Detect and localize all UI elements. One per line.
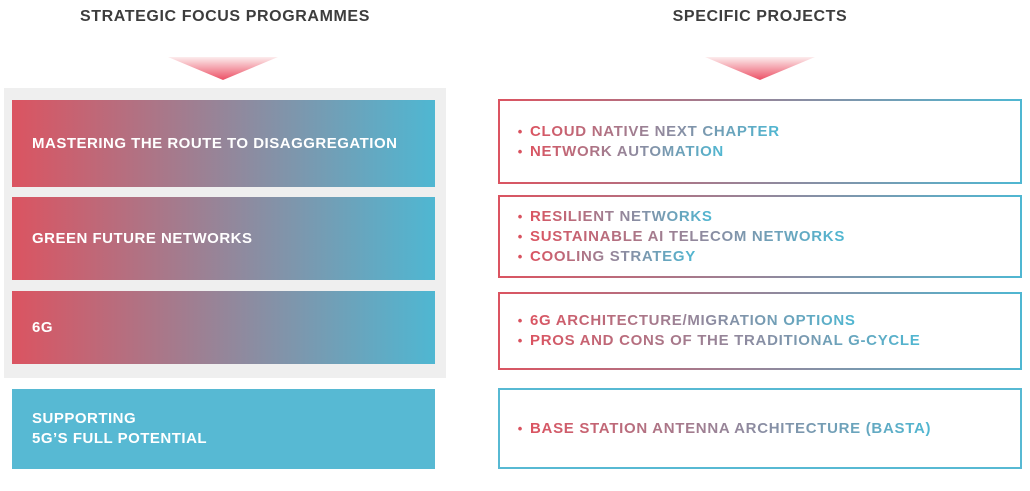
programme-label: GREEN FUTURE NETWORKS [32,229,253,247]
programme-label: 6G [32,318,54,336]
project-item: • BASE STATION ANTENNA ARCHITECTURE (BAS… [500,419,1020,439]
project-box-6g: • 6G ARCHITECTURE/MIGRATION OPTIONS • PR… [498,292,1022,370]
project-item: • PROS AND CONS OF THE TRADITIONAL G-CYC… [500,331,1020,351]
project-item-label: 6G ARCHITECTURE/MIGRATION OPTIONS [530,312,856,329]
bullet-icon: • [517,313,523,328]
project-item-label: BASE STATION ANTENNA ARCHITECTURE (BASTA… [530,419,932,437]
left-column-header: STRATEGIC FOCUS PROGRAMMES [80,8,370,25]
project-item-label: NETWORK AUTOMATION [530,142,724,160]
bullet-icon: • [517,143,523,159]
bullet-icon: • [517,333,523,348]
bullet-icon: • [517,248,523,264]
bullet-icon: • [517,228,523,244]
right-column-header: SPECIFIC PROJECTS [672,8,848,25]
programme-bar-green-future: GREEN FUTURE NETWORKS [12,197,435,280]
project-item: • 6G ARCHITECTURE/MIGRATION OPTIONS [500,311,1020,331]
project-item: • NETWORK AUTOMATION [500,142,1020,162]
programme-label: MASTERING THE ROUTE TO DISAGGREGATION [32,134,398,152]
project-item: • CLOUD NATIVE NEXT CHAPTER [500,122,1020,142]
project-item-label: SUSTAINABLE AI TELECOM NETWORKS [530,227,846,245]
project-item: • SUSTAINABLE AI TELECOM NETWORKS [500,227,1020,247]
project-box-disaggregation: • CLOUD NATIVE NEXT CHAPTER • NETWORK AU… [498,99,1022,184]
bullet-icon: • [517,123,523,139]
programme-bar-disaggregation: MASTERING THE ROUTE TO DISAGGREGATION [12,100,435,187]
programme-bar-6g: 6G [12,291,435,364]
arrow-down-icon [705,57,815,80]
project-box-green-future: • RESILIENT NETWORKS • SUSTAINABLE AI TE… [498,195,1022,278]
project-box-5g-potential: • BASE STATION ANTENNA ARCHITECTURE (BAS… [498,388,1022,469]
project-item-label: PROS AND CONS OF THE TRADITIONAL G-CYCLE [530,332,921,349]
project-item: • COOLING STRATEGY [500,247,1020,267]
arrow-down-icon [168,57,278,80]
bullet-icon: • [517,420,523,436]
project-item-label: COOLING STRATEGY [530,247,696,265]
programme-bar-5g-potential: SUPPORTING 5G’S FULL POTENTIAL [12,389,435,469]
project-item-label: RESILIENT NETWORKS [530,207,713,225]
project-item: • RESILIENT NETWORKS [500,207,1020,227]
programme-label: SUPPORTING 5G’S FULL POTENTIAL [32,410,208,447]
project-item-label: CLOUD NATIVE NEXT CHAPTER [530,122,780,140]
bullet-icon: • [517,208,523,224]
